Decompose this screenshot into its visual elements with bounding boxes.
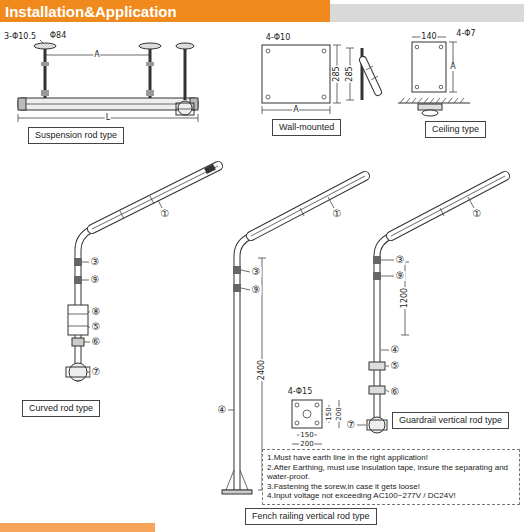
footer-bar (0, 523, 155, 532)
dimension-label: 4-Φ15 (287, 388, 313, 396)
callout-number: ⑤ (91, 322, 102, 332)
callout-number: ⑤ (390, 361, 401, 371)
suspension-figure (18, 40, 198, 122)
dimension-label: A (93, 51, 100, 59)
callout-number: ① (332, 209, 343, 219)
callout-number: ⑨ (395, 271, 406, 281)
type-label-box: Curved rod type (22, 400, 100, 417)
dimension-label: L (105, 114, 111, 122)
node-text: Wall-mounted (279, 122, 334, 132)
dimension-label: 200 (299, 441, 314, 448)
page-title: Installation&Application (5, 3, 177, 20)
ceiling-figure (398, 37, 470, 116)
dimension-label: 285 (346, 65, 354, 82)
dimension-label: 3-Φ10.5 (3, 33, 37, 41)
node-text: 1.Must have earth line in the right appl… (267, 453, 515, 463)
node-text: Suspension rod type (35, 130, 117, 140)
node-text: Fench railing vertical rod type (252, 511, 370, 521)
callout-number: ③ (395, 255, 406, 265)
fench-railing-figure (222, 176, 365, 494)
callout-number: ⑦ (91, 367, 102, 377)
callout-number: ⑧ (91, 307, 102, 317)
node-text: 3.Fastening the sorew,in case it gets lo… (267, 482, 515, 492)
callout-number: ④ (217, 405, 228, 415)
dimension-label: 150 (326, 406, 333, 421)
type-label-box: Fench railing vertical rod type (245, 508, 377, 525)
dimension-label: 150 (299, 432, 314, 439)
notes-box: 1.Must have earth line in the right appl… (262, 449, 520, 505)
wall-mounted-figure (262, 45, 378, 114)
dimension-label: 1200 (401, 287, 409, 309)
callout-number: ④ (390, 345, 401, 355)
header-grey-bar (330, 4, 524, 22)
node-text: 4.Input voltage not exceeding AC100~277V… (267, 491, 515, 501)
callout-number: ① (472, 209, 483, 219)
type-label-box: Wall-mounted (272, 119, 341, 136)
callout-number: ⑨ (251, 285, 262, 295)
dimension-label: 140 (420, 33, 437, 41)
dimension-label: 4-Φ10 (265, 34, 291, 42)
callout-number: ③ (251, 267, 262, 277)
guardrail-figure (357, 176, 505, 433)
type-label-box: Suspension rod type (28, 127, 124, 144)
callout-number: ⑦ (346, 420, 357, 430)
callout-number: ⑥ (390, 387, 401, 397)
callout-number: ① (160, 209, 171, 219)
type-label-box: Ceiling type (425, 121, 486, 138)
dimension-label: 200 (336, 406, 343, 421)
callout-number: ⑨ (90, 275, 101, 285)
type-label-box: Guardrail vertical rod type (392, 412, 509, 429)
curved-rod-figure (66, 164, 218, 381)
node-text: 2.After Earthing, must use insulation ta… (267, 463, 515, 482)
dimension-label: Φ84 (49, 32, 67, 40)
callout-number: ③ (90, 257, 101, 267)
dimension-label: A (449, 63, 456, 71)
node-text: Curved rod type (29, 403, 93, 413)
callout-number: ⑥ (91, 337, 102, 347)
dimension-label: 4-Φ7 (455, 30, 476, 38)
dimension-label: 285 (333, 65, 341, 82)
node-text: Guardrail vertical rod type (399, 415, 502, 425)
node-text: Ceiling type (432, 124, 479, 134)
dimension-label: 2400 (258, 359, 266, 381)
dimension-label: A (292, 106, 299, 114)
